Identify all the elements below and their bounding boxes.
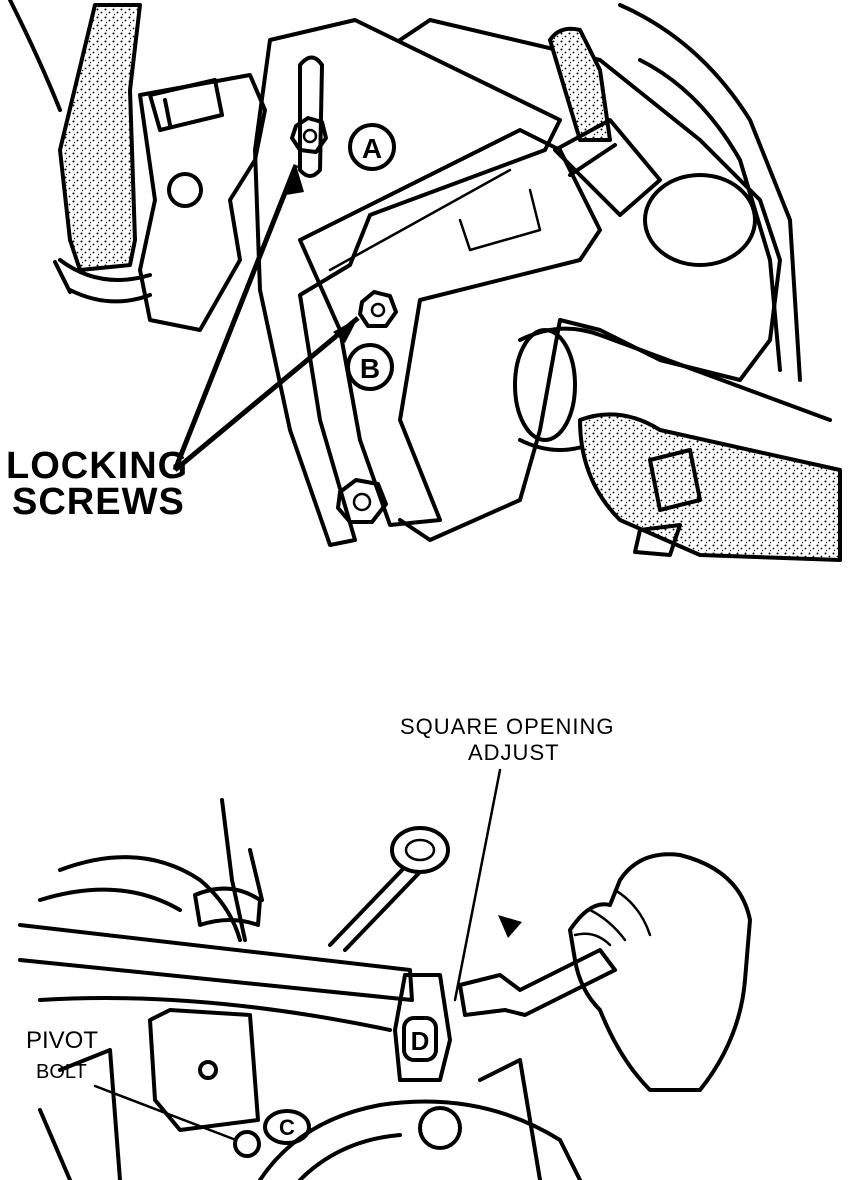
callout-c-label: C xyxy=(279,1115,295,1140)
left-pulley xyxy=(38,855,242,942)
drive-belt-lower xyxy=(38,996,392,1032)
box-end-wrench xyxy=(328,826,450,952)
direction-arrow xyxy=(498,915,522,938)
square-opening-leader xyxy=(453,768,502,1002)
square-opening-label-line1: SQUARE OPENING xyxy=(400,714,614,739)
callout-d-label: D xyxy=(411,1026,430,1056)
pivot-bolt-leader xyxy=(93,1084,238,1142)
pivot-bolt-label-line2: BOLT xyxy=(36,1061,87,1083)
callout-d: D xyxy=(402,1016,438,1062)
upper-hose-clamp xyxy=(553,118,662,217)
ratchet-handle xyxy=(458,948,617,1017)
top-illustration xyxy=(8,0,842,562)
locking-screw-b xyxy=(358,290,398,328)
water-pump-body xyxy=(138,73,267,332)
lower-frame-lines xyxy=(38,1048,542,1180)
bracket-lower-bolt xyxy=(336,478,388,524)
pivot-bolt-label-line1: PIVOT xyxy=(26,1027,98,1054)
alternator-housing xyxy=(398,18,782,542)
locking-screws-label-line1: LOCKING xyxy=(6,445,188,487)
lower-pulley-hub xyxy=(418,1106,462,1150)
hand-fingers xyxy=(573,888,652,947)
locking-screws-leaders xyxy=(172,164,360,472)
pulley-hub xyxy=(513,328,577,442)
callout-b: B xyxy=(346,343,394,391)
bracket-rib xyxy=(328,168,542,272)
block-hole xyxy=(198,1060,218,1080)
lower-pulley xyxy=(258,1099,582,1180)
housing-opening xyxy=(643,173,757,267)
adjuster-bracket xyxy=(393,973,452,1082)
drive-belt xyxy=(18,923,414,1002)
top-outline-line xyxy=(8,0,62,112)
hand xyxy=(568,852,752,1092)
square-opening-label-line2: ADJUST xyxy=(468,740,560,765)
bottom-illustration xyxy=(18,798,752,1180)
left-radiator-hose xyxy=(58,3,142,272)
callout-a: A xyxy=(348,123,396,171)
right-pipe xyxy=(618,3,802,382)
callout-b-label: B xyxy=(360,353,380,384)
locking-screws-label-line2: SCREWS xyxy=(12,481,185,523)
locking-screw-a xyxy=(290,116,328,154)
lower-hose-clamp xyxy=(633,448,702,557)
callout-a-label: A xyxy=(362,133,382,164)
hose-coupling xyxy=(193,886,262,927)
pump-fitting xyxy=(148,78,224,132)
adjust-slot-a xyxy=(298,55,324,178)
callout-c: C xyxy=(263,1109,311,1145)
upper-right-hose xyxy=(548,26,612,142)
lower-right-hose xyxy=(578,412,842,562)
engine-block xyxy=(148,1008,260,1132)
pump-bolt xyxy=(167,172,203,208)
bracket-arm xyxy=(298,128,602,527)
pivot-bolt-head xyxy=(233,1130,261,1158)
